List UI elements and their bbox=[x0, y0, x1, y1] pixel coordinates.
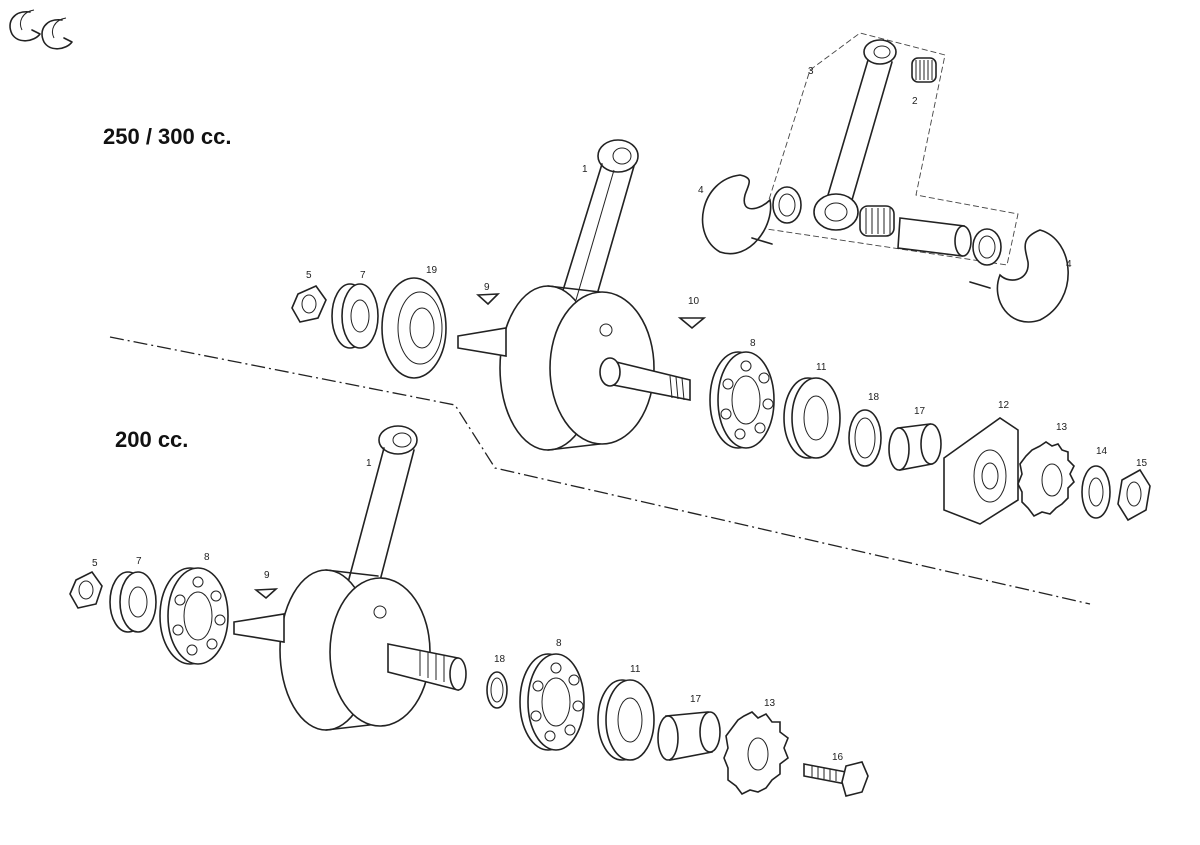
lower-nut-5 bbox=[69, 570, 103, 609]
lower-seal-11 bbox=[597, 679, 655, 761]
upper-ring-18 bbox=[848, 409, 882, 467]
callout-14: 14 bbox=[1096, 446, 1108, 457]
callout-4-left: 4 bbox=[698, 185, 704, 196]
crank-pin bbox=[897, 217, 972, 257]
callout-5-upper: 5 bbox=[306, 270, 312, 281]
upper-seal-7 bbox=[331, 283, 379, 349]
callout-8-upper: 8 bbox=[750, 338, 756, 349]
lower-seal-7 bbox=[109, 571, 157, 633]
upper-crankshaft bbox=[457, 139, 691, 451]
callout-13-lower: 13 bbox=[764, 698, 776, 709]
callouts-upper: 1 2 3 4 4 5 7 19 9 10 8 11 18 17 12 13 1… bbox=[306, 66, 1148, 469]
callout-18-lower: 18 bbox=[494, 654, 506, 665]
inset-frame bbox=[759, 32, 1019, 266]
thrust-washer-left bbox=[772, 186, 802, 224]
callout-18-upper: 18 bbox=[868, 392, 880, 403]
needle-bearing-small bbox=[911, 57, 937, 83]
thrust-washer-right bbox=[972, 228, 1002, 266]
upper-key-9 bbox=[476, 293, 501, 306]
callout-11-upper: 11 bbox=[816, 362, 827, 373]
upper-spacer-17 bbox=[888, 423, 942, 471]
callout-17-upper: 17 bbox=[914, 406, 926, 417]
upper-bearing-8 bbox=[709, 351, 775, 449]
upper-nut-5 bbox=[291, 285, 327, 323]
callout-19: 19 bbox=[426, 265, 438, 276]
callout-1-upper: 1 bbox=[582, 164, 588, 175]
title-250-300cc: 250 / 300 cc. bbox=[103, 124, 231, 149]
callout-15: 15 bbox=[1136, 458, 1148, 469]
upper-key-10 bbox=[677, 317, 707, 330]
callout-11-lower: 11 bbox=[630, 664, 641, 675]
callout-9-lower: 9 bbox=[264, 570, 270, 581]
section-separator bbox=[109, 336, 1091, 605]
callout-1-lower: 1 bbox=[366, 458, 372, 469]
brand-logo bbox=[9, 9, 73, 50]
callout-2: 2 bbox=[912, 96, 918, 107]
callout-9-upper: 9 bbox=[484, 282, 490, 293]
lower-bearing-8-left bbox=[159, 567, 229, 665]
callout-16: 16 bbox=[832, 752, 844, 763]
callout-8-lower-left: 8 bbox=[204, 552, 210, 563]
crank-web-half-right bbox=[996, 229, 1069, 323]
callout-17-lower: 17 bbox=[690, 694, 702, 705]
inset-screws bbox=[751, 237, 991, 289]
callout-5-lower: 5 bbox=[92, 558, 98, 569]
callout-7-lower: 7 bbox=[136, 556, 142, 567]
callout-13-upper: 13 bbox=[1056, 422, 1068, 433]
callout-4-right: 4 bbox=[1066, 259, 1072, 270]
lower-crankshaft bbox=[233, 425, 467, 731]
callouts-lower: 1 5 7 8 9 18 8 11 17 13 16 bbox=[92, 458, 844, 763]
lower-bolt-16 bbox=[803, 761, 869, 797]
upper-washer-14 bbox=[1081, 465, 1111, 519]
upper-gear-13 bbox=[1017, 441, 1075, 518]
callout-12: 12 bbox=[998, 400, 1010, 411]
crank-web-half-left bbox=[701, 174, 772, 255]
lower-spacer-17 bbox=[657, 711, 721, 761]
inset-connecting-rod bbox=[813, 39, 897, 231]
lower-ring-18 bbox=[486, 671, 508, 709]
callout-7-upper: 7 bbox=[360, 270, 366, 281]
needle-bearing-big-end bbox=[859, 205, 895, 237]
callout-10: 10 bbox=[688, 296, 700, 307]
upper-nut-15 bbox=[1117, 468, 1151, 522]
callout-8-lower-right: 8 bbox=[556, 638, 562, 649]
upper-cam-12 bbox=[943, 417, 1019, 525]
lower-gear-13 bbox=[723, 711, 789, 796]
lower-bearing-8-right bbox=[519, 653, 585, 751]
callout-3: 3 bbox=[808, 66, 814, 77]
upper-bearing-19 bbox=[381, 277, 447, 379]
upper-seal-11 bbox=[783, 377, 841, 459]
lower-key-9 bbox=[253, 588, 279, 600]
title-200cc: 200 cc. bbox=[115, 427, 188, 452]
